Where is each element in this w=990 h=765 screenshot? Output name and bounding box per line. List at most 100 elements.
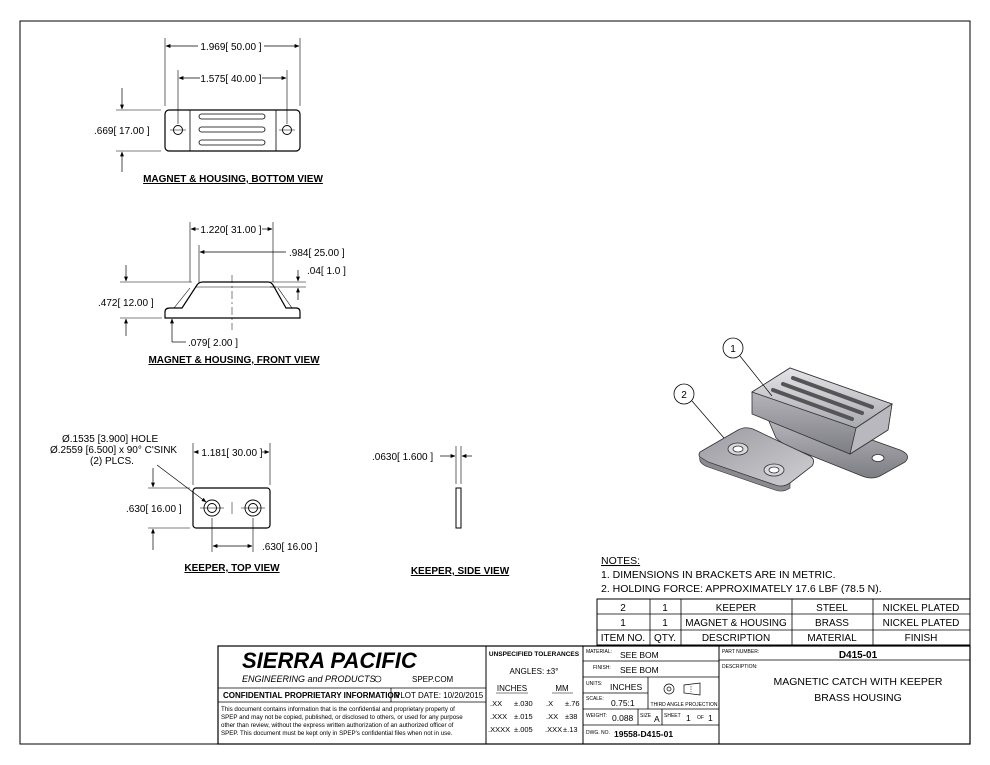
housing-slot: [781, 382, 864, 415]
tol-cell: ±.030: [514, 699, 533, 708]
material-label: MATERIAL:: [586, 649, 612, 655]
tol-inches-label: INCHES: [497, 684, 527, 693]
hole-note-line2: Ø.2559 [6.500] x 90° C'SINK: [50, 445, 177, 456]
description-line1: MAGNETIC CATCH WITH KEEPER: [774, 676, 943, 688]
magnet-slot: [198, 126, 266, 133]
part-number: D415-01: [839, 650, 878, 661]
bom-header: DESCRIPTION: [702, 633, 770, 644]
bom-cell: BRASS: [815, 618, 849, 629]
bom-header: QTY.: [654, 633, 676, 644]
dim-wall: .04[ 1.0 ]: [307, 266, 346, 277]
bom-cell: 1: [662, 603, 668, 614]
bom-table: 2 1 KEEPER STEEL NICKEL PLATED 1 1 MAGNE…: [596, 598, 971, 646]
tol-mm-label: MM: [555, 684, 569, 693]
material-value: SEE BOM: [620, 650, 659, 660]
notes-heading: NOTES:: [601, 555, 640, 567]
front-view: 1.220[ 31.00 ] .984[ 25.00 ] .04[ 1.0 ] …: [98, 222, 346, 366]
bottom-view: 1.969[ 50.00 ] 1.575[ 40.00 ] .669[ 17.0…: [94, 38, 323, 185]
dim-hole-pitch: .630[ 16.00 ]: [262, 542, 318, 553]
balloon-2: [673, 383, 695, 405]
dim-keeper-height: .630[ 16.00 ]: [126, 504, 182, 515]
scale-value: 0.75:1: [611, 698, 635, 708]
website: SPEP.COM: [412, 675, 454, 684]
bom-header: ITEM NO.: [601, 633, 645, 644]
bom-cell: 1: [620, 618, 626, 629]
disclaimer-line: other than review, without the express w…: [221, 722, 454, 729]
hole-note-line1: Ø.1535 [3.900] HOLE: [62, 434, 159, 445]
view-title-keeper-top: KEEPER, TOP VIEW: [184, 563, 280, 574]
size-value: A: [654, 714, 660, 724]
view-title-keeper-side: KEEPER, SIDE VIEW: [411, 566, 510, 577]
description-label: DESCRIPTION:: [722, 664, 758, 670]
balloon-1-label: 1: [730, 344, 736, 355]
confidential-label: CONFIDENTIAL PROPRIETARY INFORMATION: [223, 691, 400, 700]
dim-overall-length: 1.969[ 50.00 ]: [200, 42, 261, 53]
tol-cell: .XXX: [490, 712, 507, 721]
disclaimer-line: SPEP. This document must be kept only in…: [221, 730, 453, 737]
projection-cone-icon: [683, 682, 701, 696]
tol-cell: ±38: [565, 712, 577, 721]
dim-hole-spacing: 1.575[ 40.00 ]: [200, 74, 261, 85]
bom-cell: NICKEL PLATED: [883, 603, 960, 614]
tol-cell: ±.76: [565, 699, 580, 708]
balloon-2-label: 2: [681, 390, 687, 401]
dim-top-width: 1.220[ 31.00 ]: [200, 225, 261, 236]
view-title-front: MAGNET & HOUSING, FRONT VIEW: [148, 355, 320, 366]
bom-header: MATERIAL: [807, 633, 857, 644]
tol-cell: ±.005: [514, 725, 533, 734]
housing-slot: [771, 388, 854, 421]
part-number-label: PART NUMBER:: [722, 649, 759, 655]
sheet-value: 1: [686, 713, 691, 723]
dwg-label: DWG. NO.: [586, 730, 610, 736]
keeper-top-view: Ø.1535 [3.900] HOLE Ø.2559 [6.500] x 90°…: [50, 434, 318, 574]
magnet-slot: [198, 139, 266, 146]
tolerances-heading: UNSPECIFIED TOLERANCES: [489, 651, 580, 658]
dim-keeper-thickness: .0630[ 1.600 ]: [372, 452, 433, 463]
units-value: INCHES: [610, 682, 642, 692]
registered-mark-icon: [374, 675, 382, 683]
tol-cell: .XX: [546, 712, 558, 721]
view-title-bottom: MAGNET & HOUSING, BOTTOM VIEW: [143, 174, 323, 185]
magnet-slot: [198, 113, 266, 120]
finish-value: SEE BOM: [620, 665, 659, 675]
weight-label: WEIGHT:: [586, 713, 607, 719]
scale-label: SCALE:: [586, 696, 604, 702]
bom-cell: 2: [620, 603, 626, 614]
tol-cell: .XXXX: [488, 725, 510, 734]
balloon-1: [722, 337, 744, 359]
tol-cell: .X: [546, 699, 553, 708]
bom-header: FINISH: [905, 633, 938, 644]
sheet-label: SHEET: [664, 713, 681, 719]
dim-step: .984[ 25.00 ]: [289, 248, 345, 259]
dim-base: .079[ 2.00 ]: [188, 338, 238, 349]
hole-note-line3: (2) PLCS.: [90, 456, 134, 467]
bom-cell: STEEL: [816, 603, 848, 614]
keeper-hole: [732, 445, 744, 453]
note-item: 2. HOLDING FORCE: APPROXIMATELY 17.6 LBF…: [601, 583, 882, 595]
bom-cell: NICKEL PLATED: [883, 618, 960, 629]
notes: NOTES: 1. DIMENSIONS IN BRACKETS ARE IN …: [601, 555, 882, 595]
title-block: SIERRA PACIFIC ENGINEERING and PRODUCTS …: [217, 645, 971, 745]
tol-cell: ±.13: [563, 725, 578, 734]
company-name: SIERRA PACIFIC: [242, 648, 418, 673]
tol-cell: .XX: [490, 699, 502, 708]
dim-height: .669[ 17.00 ]: [94, 126, 150, 137]
tol-cell: .XXX: [545, 725, 562, 734]
plot-date: PLOT DATE: 10/20/2015: [395, 691, 484, 700]
dim-height: .472[ 12.00 ]: [98, 298, 154, 309]
units-label: UNITS:: [586, 681, 602, 687]
dim-keeper-width: 1.181[ 30.00 ]: [201, 448, 262, 459]
keeper-outline: [192, 487, 271, 529]
housing-profile: [164, 281, 301, 319]
weight-value: 0.088: [612, 713, 634, 723]
dwg-number: 19558-D415-01: [614, 729, 673, 739]
of-value: 1: [708, 713, 713, 723]
keeper-hole: [768, 466, 780, 474]
bom-cell: 1: [662, 618, 668, 629]
housing-hole: [871, 454, 885, 462]
bom-cell: KEEPER: [716, 603, 757, 614]
projection-label: THIRD ANGLE PROJECTION: [651, 702, 718, 708]
isometric-view: 1 2: [673, 337, 908, 492]
finish-label: FINISH:: [593, 665, 611, 671]
